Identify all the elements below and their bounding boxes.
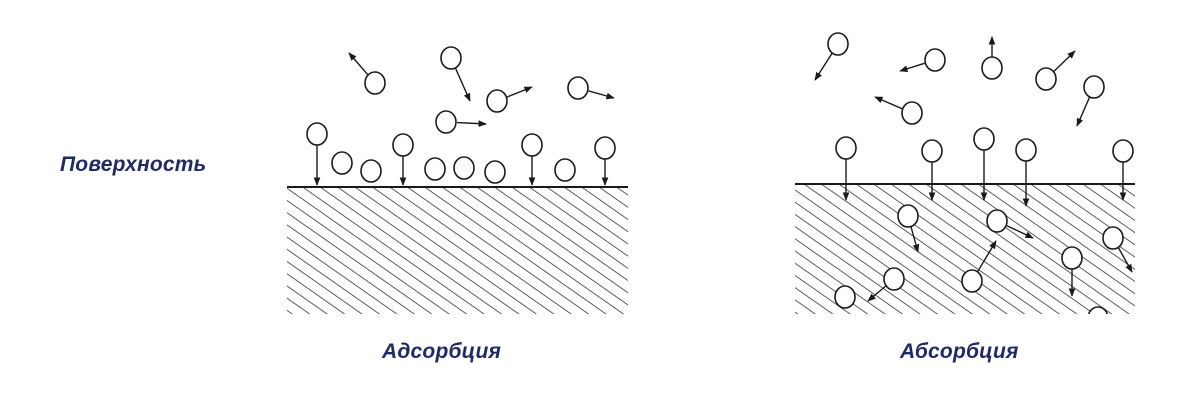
molecule-circle — [331, 151, 353, 175]
absorbed-molecule — [867, 267, 905, 302]
absorbed-molecule — [834, 285, 856, 309]
adsorbed-molecule — [594, 136, 616, 186]
absorbed-molecules — [834, 204, 1133, 314]
molecule-circle — [1083, 75, 1105, 99]
molecule-circle — [360, 159, 382, 183]
molecule-arrow — [977, 240, 997, 272]
molecule-circle — [961, 269, 983, 293]
molecule-circle — [921, 139, 943, 163]
molecule-circle — [424, 157, 446, 181]
surface-molecule — [331, 151, 353, 175]
molecule-circle — [835, 136, 857, 160]
molecule-circle — [1015, 138, 1037, 162]
molecule-arrow — [506, 86, 533, 98]
surface-label: Поверхность — [60, 153, 207, 176]
molecule-circle — [453, 156, 475, 180]
molecule-circle — [440, 46, 462, 70]
molecule-circle — [901, 101, 923, 125]
adsorption-caption: Адсорбция — [382, 340, 502, 363]
molecule-circle — [567, 76, 589, 100]
absorbing-molecule — [921, 139, 943, 201]
molecule-arrow — [867, 285, 887, 302]
molecule-circle — [392, 133, 414, 157]
adsorbed-molecule — [392, 133, 414, 186]
molecule-arrow — [1076, 96, 1091, 127]
molecule-arrow — [588, 90, 615, 100]
molecule-circle — [1112, 139, 1134, 163]
absorbed-molecule — [961, 240, 997, 293]
gas-molecule — [440, 46, 471, 102]
absorption-caption: Абсорбция — [900, 340, 1019, 363]
molecule-circle — [521, 133, 543, 157]
surface-molecule — [424, 157, 446, 181]
molecule-circle — [1035, 67, 1057, 91]
absorbed-molecule — [897, 204, 920, 253]
molecule-arrow — [454, 67, 471, 102]
molecule-circle — [484, 160, 506, 184]
molecule-circle — [981, 56, 1003, 80]
surface-molecule — [484, 160, 506, 184]
gas-molecule — [1035, 50, 1076, 91]
molecule-circle — [986, 209, 1008, 233]
molecule-arrow — [814, 52, 833, 81]
surface-molecule — [554, 158, 576, 182]
absorbed-molecule — [1087, 306, 1109, 314]
adsorbed-molecule — [521, 133, 543, 186]
molecule-circle — [306, 122, 328, 146]
gas-molecule — [899, 48, 946, 72]
gas-molecule — [1076, 75, 1105, 127]
gas-molecule — [814, 32, 849, 81]
adsorbed-molecule — [306, 122, 328, 186]
molecule-arrow — [899, 62, 925, 72]
molecule-circle — [897, 204, 919, 228]
molecule-circle — [827, 32, 849, 56]
molecule-circle — [554, 158, 576, 182]
molecule-arrow — [910, 226, 920, 253]
adsorption-molecules — [306, 46, 616, 186]
molecule-circle — [1087, 306, 1109, 314]
surface-molecule — [360, 159, 382, 183]
absorbed-molecule — [986, 209, 1034, 239]
molecule-circle — [594, 136, 616, 160]
absorbed-molecule — [1102, 226, 1133, 273]
molecule-arrow — [1117, 247, 1133, 273]
molecule-circle — [1102, 226, 1124, 250]
gas-molecule — [348, 52, 386, 95]
absorbed-molecule — [1061, 246, 1083, 297]
absorbing-molecule — [973, 127, 995, 201]
molecule-circle — [1061, 246, 1083, 270]
gas-molecule — [567, 76, 615, 100]
absorption-molecules — [814, 32, 1134, 207]
molecule-circle — [924, 48, 946, 72]
absorbing-molecule — [1112, 139, 1134, 201]
adsorption-substrate — [287, 187, 628, 314]
gas-molecule — [981, 36, 1003, 80]
molecule-circle — [486, 89, 508, 113]
molecule-circle — [883, 267, 905, 291]
molecule-circle — [435, 110, 457, 134]
surface-molecule — [453, 156, 475, 180]
molecule-circle — [364, 71, 386, 95]
molecule-arrow — [1053, 50, 1076, 72]
molecule-arrow — [1006, 225, 1034, 239]
gas-molecule — [435, 110, 487, 134]
molecule-circle — [973, 127, 995, 151]
molecule-arrow — [874, 96, 903, 110]
molecule-arrow — [456, 120, 487, 127]
absorbing-molecule — [835, 136, 857, 201]
gas-molecule — [486, 86, 533, 113]
molecule-circle — [834, 285, 856, 309]
absorbing-molecule — [1015, 138, 1037, 207]
molecule-arrow — [348, 52, 369, 76]
gas-molecule — [874, 96, 923, 125]
